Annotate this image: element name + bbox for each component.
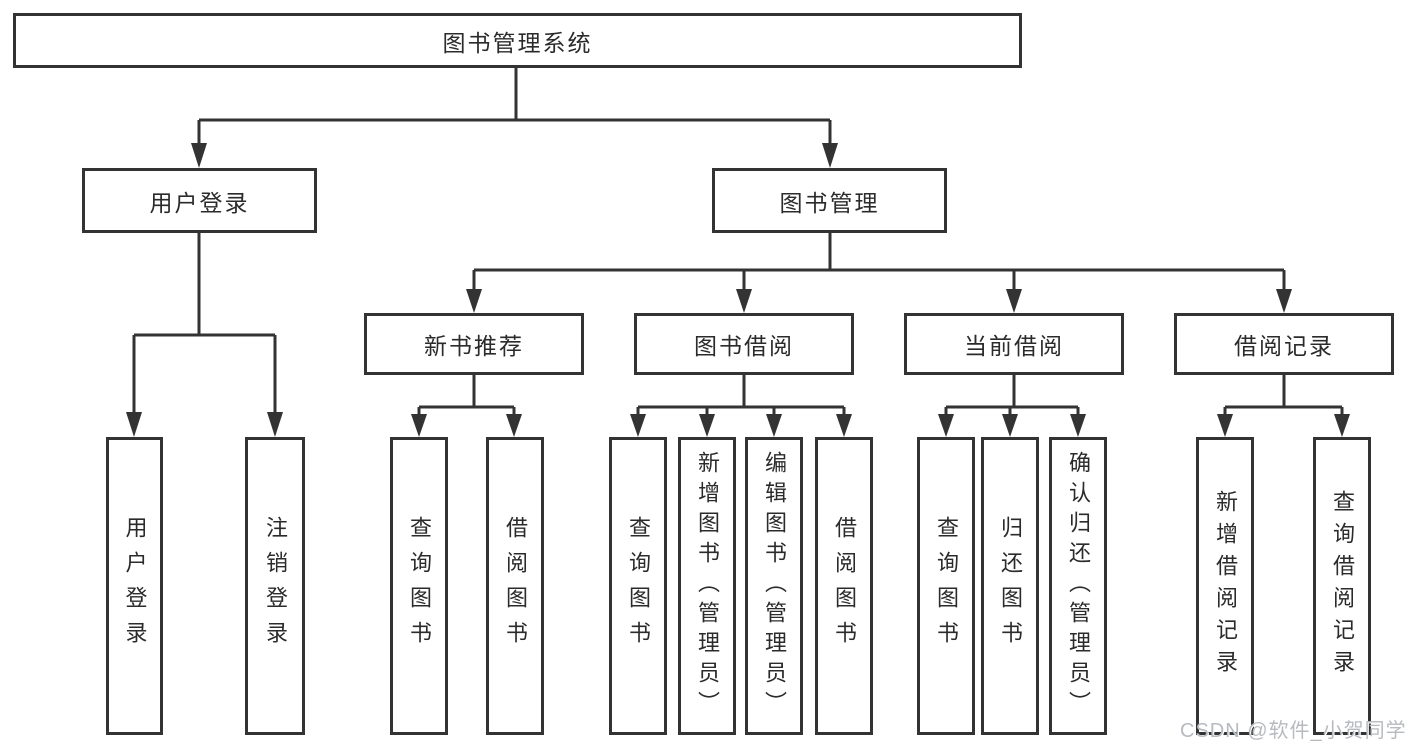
node-book-borrowing: 图书借阅 bbox=[634, 313, 854, 375]
leaf-confirm-return-admin: 确认归还（管理员） bbox=[1049, 437, 1107, 735]
node-borrowing-records: 借阅记录 bbox=[1174, 313, 1394, 375]
leaf-user-login: 用户登录 bbox=[106, 437, 163, 735]
leaf-borrow-books-borrowing: 借阅图书 bbox=[815, 437, 873, 735]
leaf-query-books-borrowing: 查询图书 bbox=[609, 437, 667, 735]
leaf-edit-books-admin: 编辑图书（管理员） bbox=[745, 437, 803, 735]
leaf-borrow-books-recommend: 借阅图书 bbox=[486, 437, 544, 735]
node-new-book-recommend: 新书推荐 bbox=[364, 313, 584, 375]
node-book-management: 图书管理 bbox=[712, 168, 947, 233]
leaf-logout: 注销登录 bbox=[245, 437, 305, 735]
csdn-watermark: CSDN @软件_小贺同学 bbox=[1180, 720, 1405, 742]
leaf-query-books-recommend: 查询图书 bbox=[390, 437, 448, 735]
leaf-query-books-current: 查询图书 bbox=[917, 437, 975, 735]
node-library-system: 图书管理系统 bbox=[13, 13, 1022, 68]
leaf-query-borrow-record: 查询借阅记录 bbox=[1313, 437, 1371, 735]
node-user-login: 用户登录 bbox=[82, 168, 317, 233]
leaf-add-borrow-record: 新增借阅记录 bbox=[1196, 437, 1254, 735]
leaf-return-books: 归还图书 bbox=[981, 437, 1039, 735]
node-current-borrowing: 当前借阅 bbox=[904, 313, 1124, 375]
leaf-add-books-admin: 新增图书（管理员） bbox=[678, 437, 736, 735]
